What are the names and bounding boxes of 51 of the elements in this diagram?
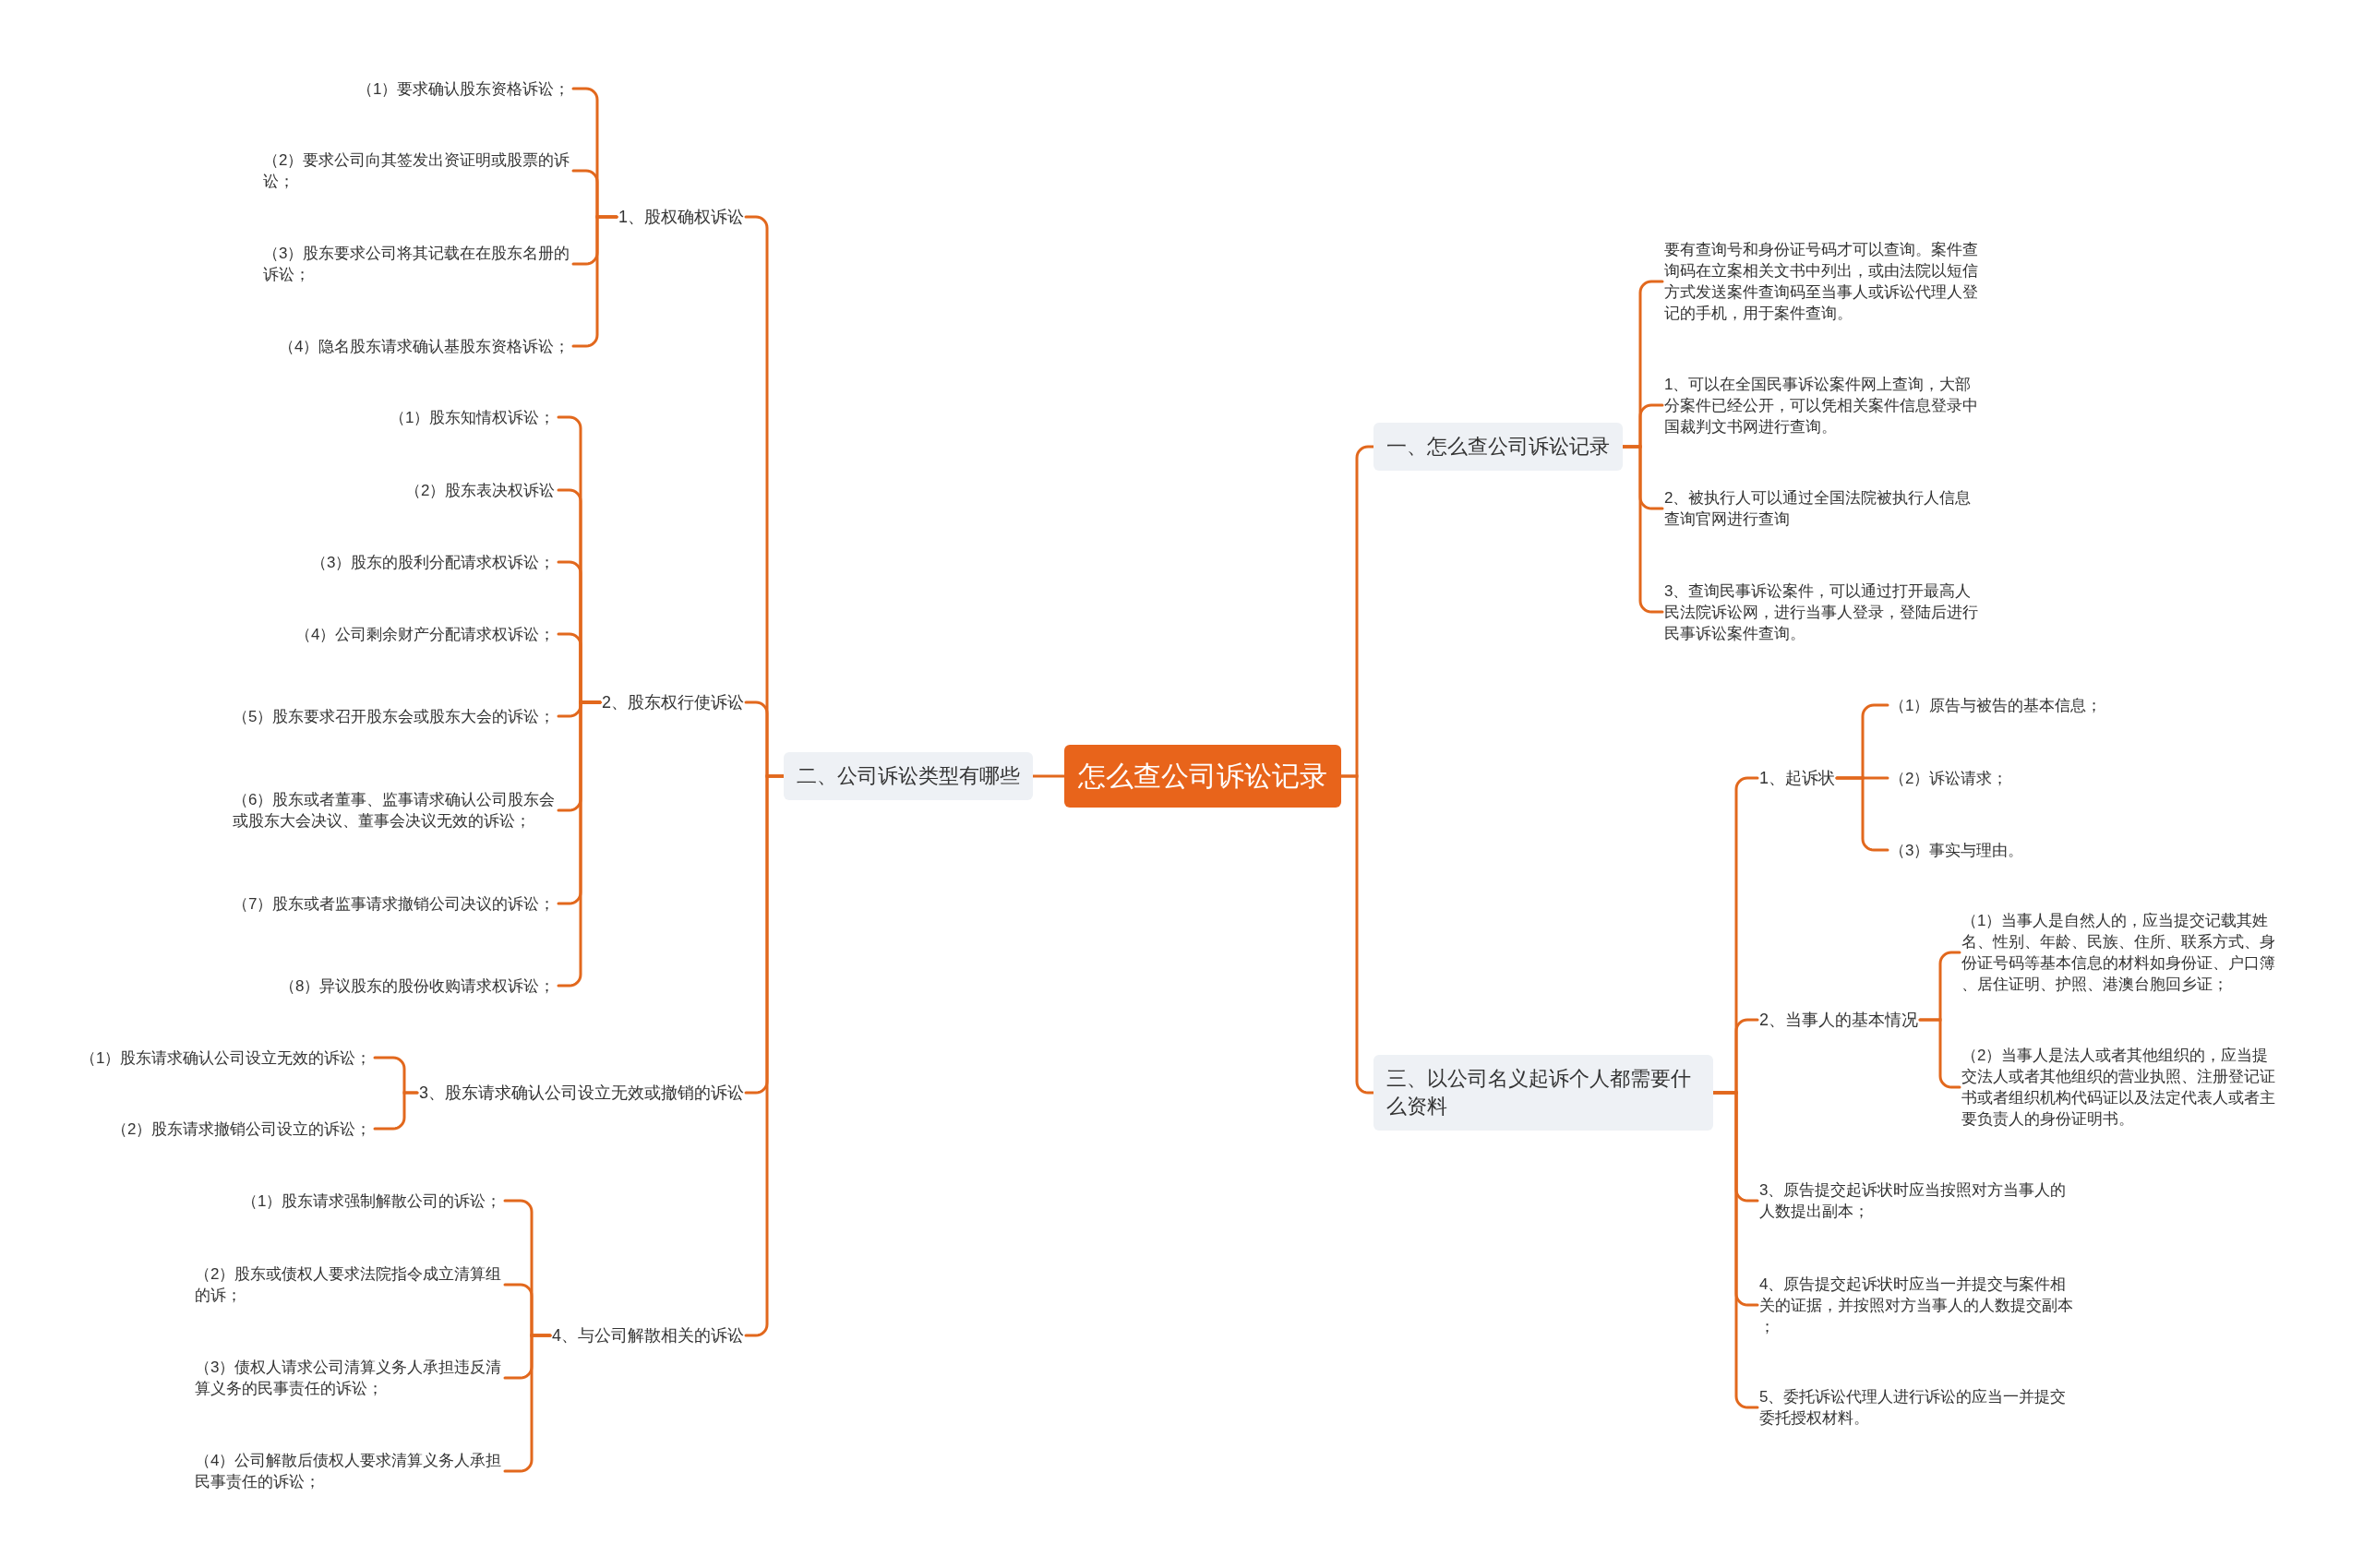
subtopic-text: 1、股权确权诉讼 bbox=[617, 206, 746, 228]
detail-text: （1）要求确认股东资格诉讼； bbox=[355, 78, 573, 100]
detail-text: （1）股东请求强制解散公司的诉讼； bbox=[240, 1190, 505, 1212]
detail-text: （3）债权人请求公司清算义务人承担违反清算义务的民事责任的诉讼； bbox=[193, 1357, 505, 1399]
connector-line bbox=[1621, 445, 1664, 614]
subtopic-text: 3、股东请求确认公司设立无效或撤销的诉讼 bbox=[417, 1082, 746, 1104]
detail-text: （3）股东的股利分配请求权诉讼； bbox=[309, 551, 558, 573]
connector-line bbox=[1339, 774, 1375, 1095]
subtopic-text: 4、与公司解散相关的诉讼 bbox=[550, 1324, 746, 1347]
detail-text: 5、委托诉讼代理人进行诉讼的应当一并提交委托授权材料。 bbox=[1757, 1386, 2069, 1429]
detail-text: （5）股东要求召开股东会或股东大会的诉讼； bbox=[231, 705, 558, 727]
detail-text: （8）异议股东的股份收购请求权诉讼； bbox=[278, 975, 558, 997]
central-topic: 怎么查公司诉讼记录 bbox=[1064, 745, 1341, 808]
connector-line bbox=[744, 774, 786, 1337]
detail-text: （4）公司剩余财产分配请求权诉讼； bbox=[294, 623, 558, 645]
detail-text: （3）事实与理由。 bbox=[1888, 839, 2027, 861]
detail-text: （3）股东要求公司将其记载在在股东名册的诉讼； bbox=[261, 243, 573, 285]
detail-text: （2）诉讼请求； bbox=[1888, 767, 2011, 789]
detail-text: 3、查询民事诉讼案件，可以通过打开最高人民法院诉讼网，进行当事人登录，登陆后进行民事诉讼案件查询。 bbox=[1662, 580, 1981, 644]
connector-line bbox=[1835, 776, 1889, 852]
detail-text: 1、可以在全国民事诉讼案件网上查询，大部分案件已经公开，可以凭相关案件信息登录中国裁判文书网进行查询。 bbox=[1662, 373, 1981, 437]
connector-line bbox=[1711, 1091, 1759, 1409]
connector-line bbox=[1031, 774, 1066, 778]
detail-text: （6）股东或者董事、监事请求确认公司股东会或股东大会决议、董事会决议无效的诉讼； bbox=[231, 789, 558, 832]
detail-text: （2）股东表决权诉讼 bbox=[403, 479, 558, 501]
detail-text: （2）股东请求撤销公司设立的诉讼； bbox=[110, 1118, 375, 1140]
detail-text: 要有查询号和身份证号码才可以查询。案件查询码在立案相关文书中列出，或由法院以短信方式发送案件查询码至当事人或诉讼代理人登记的手机，用于案件查询。 bbox=[1662, 239, 1981, 324]
connector-line bbox=[557, 700, 602, 987]
subtopic-text: 2、当事人的基本情况 bbox=[1757, 1009, 1920, 1031]
subtopic-text: 1、起诉状 bbox=[1757, 767, 1837, 789]
detail-text: （1）当事人是自然人的，应当提交记载其姓名、性别、年龄、民族、住所、联系方式、身份证号码等基本信息的材料如身份证、户口簿、居住证明、护照、港澳台胞回乡证； bbox=[1960, 910, 2278, 995]
connector-line bbox=[503, 1334, 552, 1473]
detail-text: （2）股东或债权人要求法院指令成立清算组的诉； bbox=[193, 1263, 505, 1306]
detail-text: （1）股东知情权诉讼； bbox=[388, 406, 558, 428]
detail-text: （2）要求公司向其签发出资证明或股票的诉讼； bbox=[261, 150, 573, 192]
connector-line bbox=[373, 1091, 419, 1131]
branch-topic: 二、公司诉讼类型有哪些 bbox=[784, 752, 1033, 800]
detail-text: 2、被执行人可以通过全国法院被执行人信息查询官网进行查询 bbox=[1662, 487, 1974, 530]
connector-line bbox=[571, 215, 618, 348]
detail-text: 4、原告提交起诉状时应当一并提交与案件相关的证据，并按照对方当事人的人数提交副本； bbox=[1757, 1273, 2076, 1337]
detail-text: （1）原告与被告的基本信息； bbox=[1888, 694, 2105, 716]
detail-text: （7）股东或者监事请求撤销公司决议的诉讼； bbox=[231, 892, 558, 915]
detail-text: （4）公司解散后债权人要求清算义务人承担民事责任的诉讼； bbox=[193, 1450, 505, 1492]
detail-text: （2）当事人是法人或者其他组织的，应当提交法人或者其他组织的营业执照、注册登记证书或者组织机构代码证以及法定代表人或者主要负责人的身份证明书。 bbox=[1960, 1045, 2278, 1130]
detail-text: （1）股东请求确认公司设立无效的诉讼； bbox=[78, 1047, 375, 1069]
branch-topic: 一、怎么查公司诉讼记录 bbox=[1373, 423, 1623, 471]
detail-text: （4）隐名股东请求确认基股东资格诉讼； bbox=[277, 335, 573, 357]
detail-text: 3、原告提交起诉状时应当按照对方当事人的人数提出副本； bbox=[1757, 1179, 2069, 1222]
branch-topic: 三、以公司名义起诉个人都需要什么资料 bbox=[1373, 1055, 1713, 1131]
subtopic-text: 2、股东权行使诉讼 bbox=[600, 691, 746, 713]
connector-line bbox=[1918, 1018, 1961, 1089]
